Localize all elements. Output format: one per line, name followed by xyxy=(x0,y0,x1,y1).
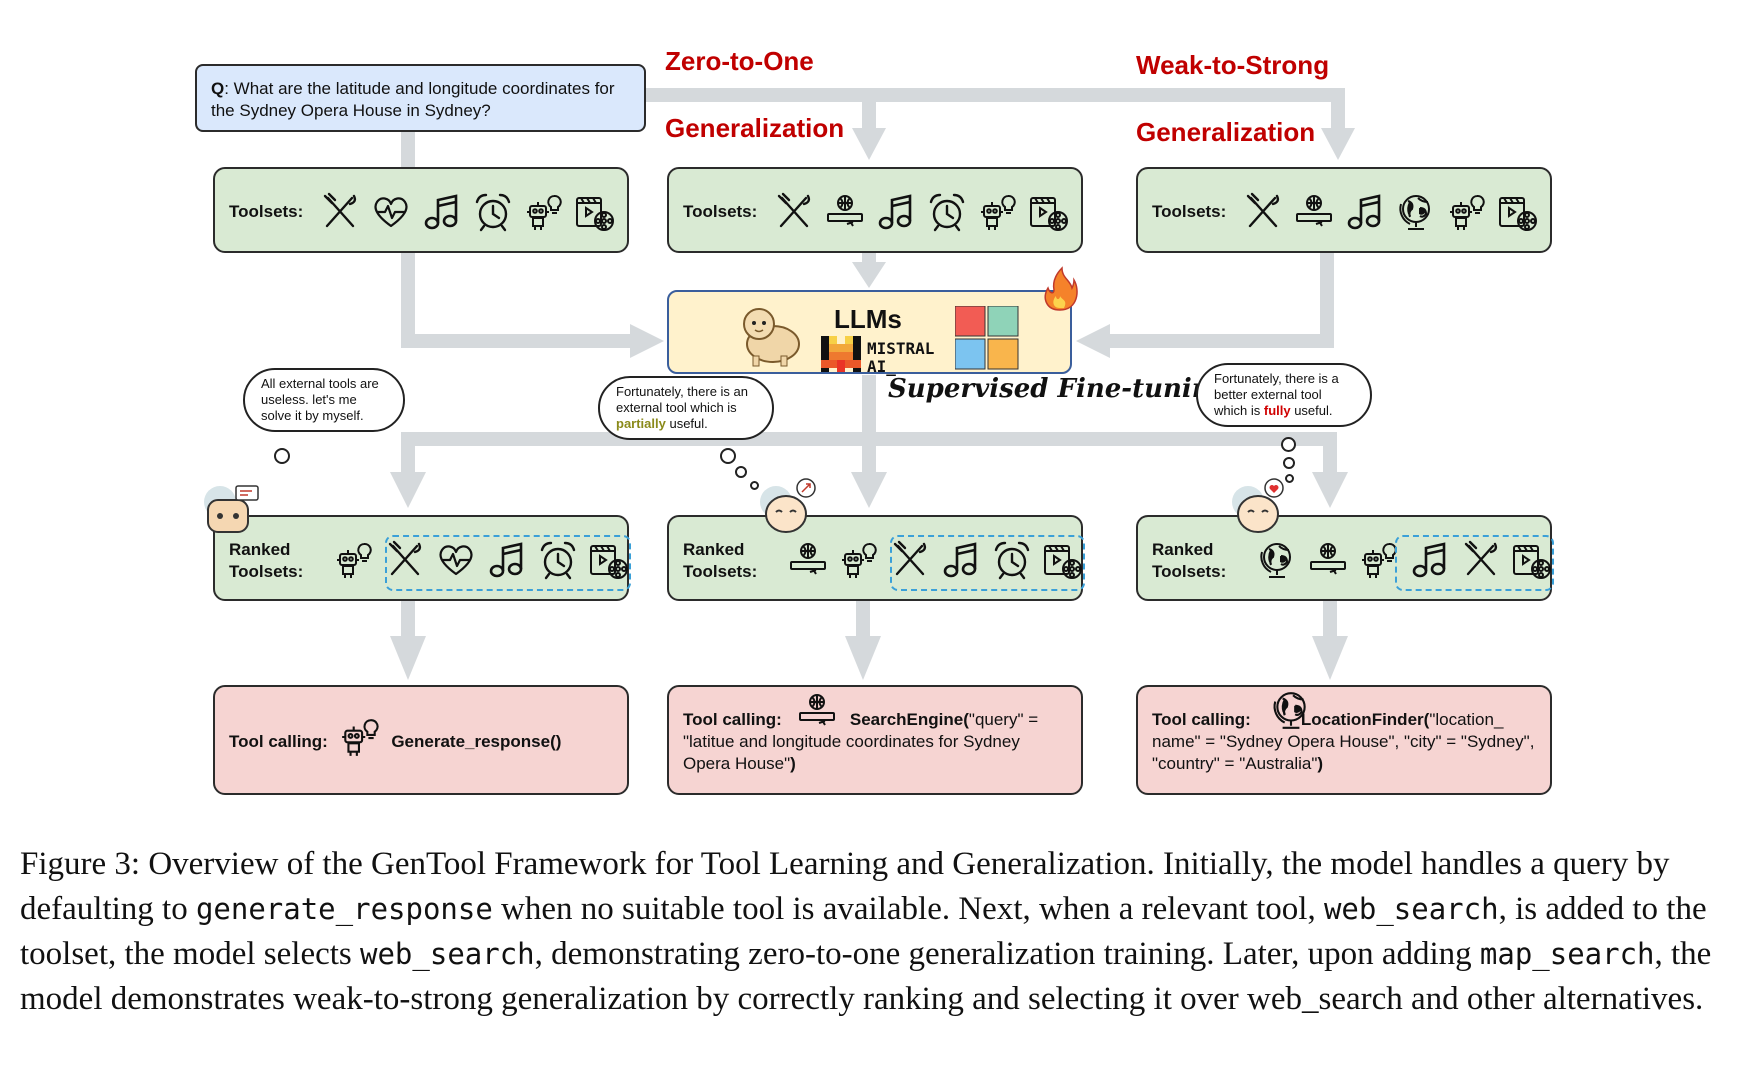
robot-idea-icon xyxy=(339,716,381,758)
toolsets-label: Toolsets: xyxy=(229,202,304,221)
thought-bubble xyxy=(720,448,736,464)
weak-to-strong-heading: Weak-to-Strong xyxy=(1136,50,1330,80)
robot-idea-icon xyxy=(977,189,1019,235)
fire-icon xyxy=(1044,266,1078,311)
robot-idea-icon xyxy=(333,537,375,583)
ranked-dashed-group xyxy=(1395,535,1554,591)
figure-caption: Figure 3: Overview of the GenTool Framew… xyxy=(20,846,1712,1017)
robot-idea-icon xyxy=(523,189,565,235)
query-text: Q: What are the latitude and longitude c… xyxy=(211,79,615,120)
flow-arrows xyxy=(390,88,1355,680)
llm-title: LLMs xyxy=(834,304,902,334)
thought-bubble xyxy=(1283,457,1295,469)
robot-idea-icon xyxy=(1358,537,1400,583)
zero-to-one-generalization-heading: Generalization xyxy=(665,113,845,143)
fork-knife-icon xyxy=(319,189,361,235)
thought-bubble xyxy=(1285,474,1294,483)
fork-knife-icon xyxy=(773,189,815,235)
thought-bubble xyxy=(1281,437,1296,452)
llama-icon xyxy=(743,308,800,367)
web-search-icon xyxy=(787,537,829,583)
mistral-logo xyxy=(821,336,861,372)
tool-call-text: Tool calling:LocationFinder("location_ n… xyxy=(1152,710,1535,773)
supervised-fine-tuning-label: Supervised Fine-tuning xyxy=(888,374,1229,404)
thought-bubble xyxy=(274,448,290,464)
robot-face-right xyxy=(1232,478,1284,533)
thought-cloud-mid: Fortunately, there is an external tool w… xyxy=(598,376,774,440)
fork-knife-icon xyxy=(1242,189,1284,235)
gentool-figure: Q: What are the latitude and longitude c… xyxy=(195,46,1554,795)
thought-cloud-left: All external tools are useless. let's me… xyxy=(243,368,405,432)
tool-call-box-mid: Tool calling:SearchEngine("query" = "lat… xyxy=(667,685,1083,795)
tool-call-box-left: Tool calling: Generate_response() xyxy=(213,685,629,795)
tool-call-text: Tool calling: Generate_response() xyxy=(229,731,561,754)
zero-to-one-heading: Zero-to-One xyxy=(665,46,814,76)
toolset-box-right: Toolsets: xyxy=(1136,167,1552,253)
query-box: Q: What are the latitude and longitude c… xyxy=(195,64,646,132)
ranked-dashed-group xyxy=(385,535,631,591)
toolset-box-left: Toolsets: xyxy=(213,167,629,253)
music-icon xyxy=(1344,189,1386,235)
heart-pulse-icon xyxy=(370,189,412,235)
toolset-box-mid: Toolsets: xyxy=(667,167,1083,253)
globe-map-icon xyxy=(1395,189,1437,235)
tool-call-box-right: Tool calling:LocationFinder("location_ n… xyxy=(1136,685,1552,795)
alarm-clock-icon xyxy=(926,189,968,235)
tool-call-text: Tool calling:SearchEngine("query" = "lat… xyxy=(683,710,1039,773)
video-reel-icon xyxy=(1497,189,1539,235)
video-reel-icon xyxy=(574,189,616,235)
toolsets-label: Toolsets: xyxy=(1152,202,1227,221)
video-reel-icon xyxy=(1028,189,1070,235)
alarm-clock-icon xyxy=(472,189,514,235)
robot-idea-icon xyxy=(838,537,880,583)
music-icon xyxy=(421,189,463,235)
globe-map-icon xyxy=(1256,537,1298,583)
web-search-icon xyxy=(1307,537,1349,583)
thought-bubble xyxy=(735,466,747,478)
web-search-icon xyxy=(1293,189,1335,235)
thought-cloud-right: Fortunately, there is a better external … xyxy=(1196,363,1372,427)
robot-face-mid xyxy=(760,478,816,533)
web-search-icon xyxy=(824,189,866,235)
weak-to-strong-generalization-heading: Generalization xyxy=(1136,117,1316,147)
microsoft-logo xyxy=(955,306,1019,370)
music-icon xyxy=(875,189,917,235)
toolsets-label: Toolsets: xyxy=(683,202,758,221)
thought-bubble xyxy=(750,481,759,490)
ranked-dashed-group xyxy=(890,535,1085,591)
robot-face-left xyxy=(204,485,259,533)
robot-idea-icon xyxy=(1446,189,1488,235)
